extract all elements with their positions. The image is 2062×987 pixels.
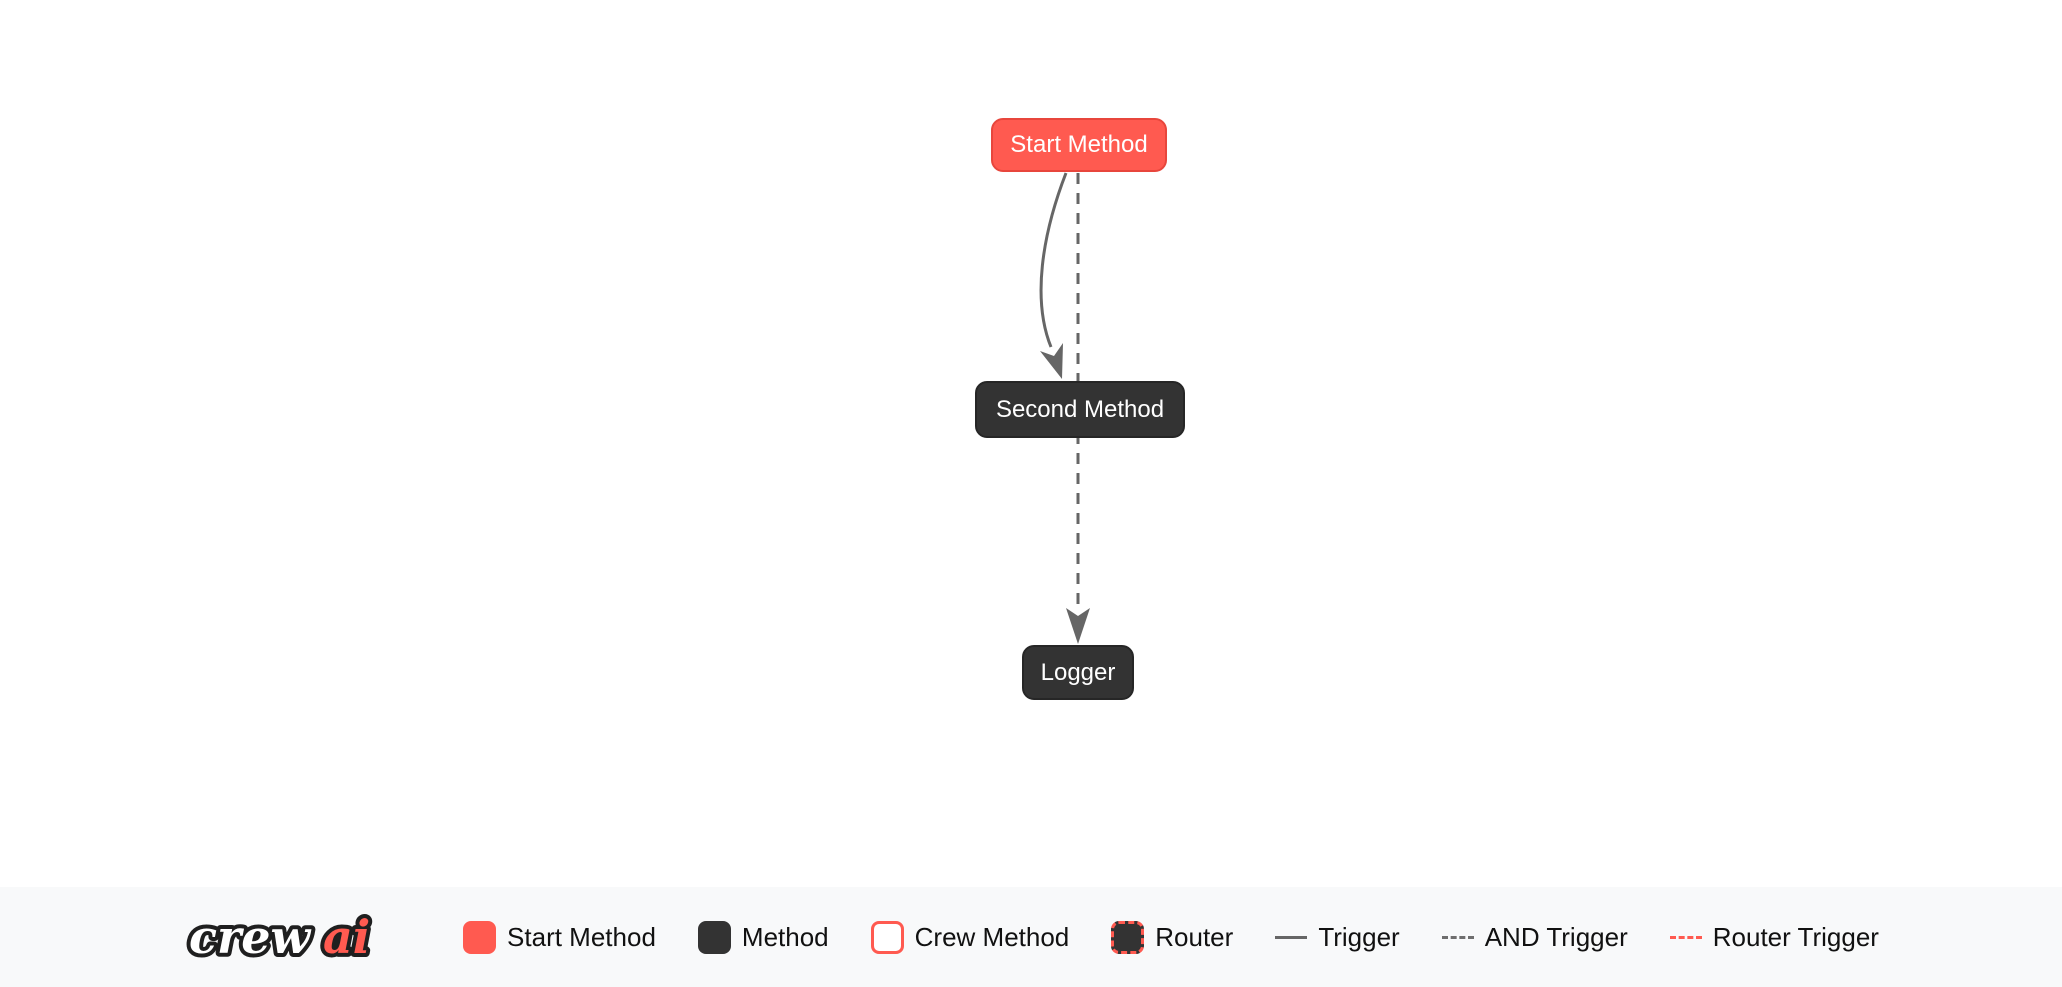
legend-label: Router Trigger	[1712, 921, 1879, 952]
arrowhead-logger	[1066, 608, 1090, 644]
node-start-method[interactable]: Start Method	[991, 118, 1167, 172]
trigger-line-icon	[1275, 935, 1308, 939]
arrowhead-second-method	[1040, 343, 1063, 379]
router-swatch-icon	[1111, 920, 1145, 954]
legend-item-method: Method	[697, 920, 829, 954]
legend-label: Router	[1155, 921, 1234, 952]
and-trigger-line-icon	[1441, 935, 1474, 939]
legend-label: Start Method	[507, 921, 656, 952]
start-method-swatch-icon	[463, 920, 497, 954]
legend-label: Crew Method	[914, 921, 1070, 952]
logo-text-crew: crew	[189, 910, 312, 964]
legend-item-router: Router	[1111, 920, 1234, 954]
node-logger-label: Logger	[1040, 658, 1116, 686]
crewai-logo-image: crew ai	[185, 906, 374, 968]
legend-label: AND Trigger	[1484, 921, 1628, 952]
legend-label: Trigger	[1318, 921, 1400, 952]
method-swatch-icon	[697, 920, 731, 954]
legend-label: Method	[741, 921, 829, 952]
crew-method-swatch-icon	[870, 920, 904, 954]
legend-item-and-trigger: AND Trigger	[1441, 921, 1628, 953]
node-second-method-label: Second Method	[995, 395, 1165, 423]
legend-item-start-method: Start Method	[463, 920, 656, 954]
edge-trigger-curve	[1039, 172, 1068, 348]
flow-canvas[interactable]: Start Method Second Method Logger	[0, 0, 2062, 887]
legend-item-trigger: Trigger	[1275, 921, 1400, 953]
crewai-logo: crew ai	[183, 901, 407, 973]
legend-item-router-trigger: Router Trigger	[1669, 921, 1879, 953]
flow-edges	[1039, 172, 1090, 644]
node-second-method[interactable]: Second Method	[975, 381, 1185, 438]
logo-text-ai: ai	[323, 910, 370, 964]
legend-item-crew-method: Crew Method	[870, 920, 1070, 954]
router-trigger-line-icon	[1669, 935, 1702, 939]
node-logger[interactable]: Logger	[1022, 645, 1134, 700]
node-start-method-label: Start Method	[1010, 131, 1148, 158]
legend-bar: crew ai Start Method Method Crew Method …	[0, 887, 2062, 987]
